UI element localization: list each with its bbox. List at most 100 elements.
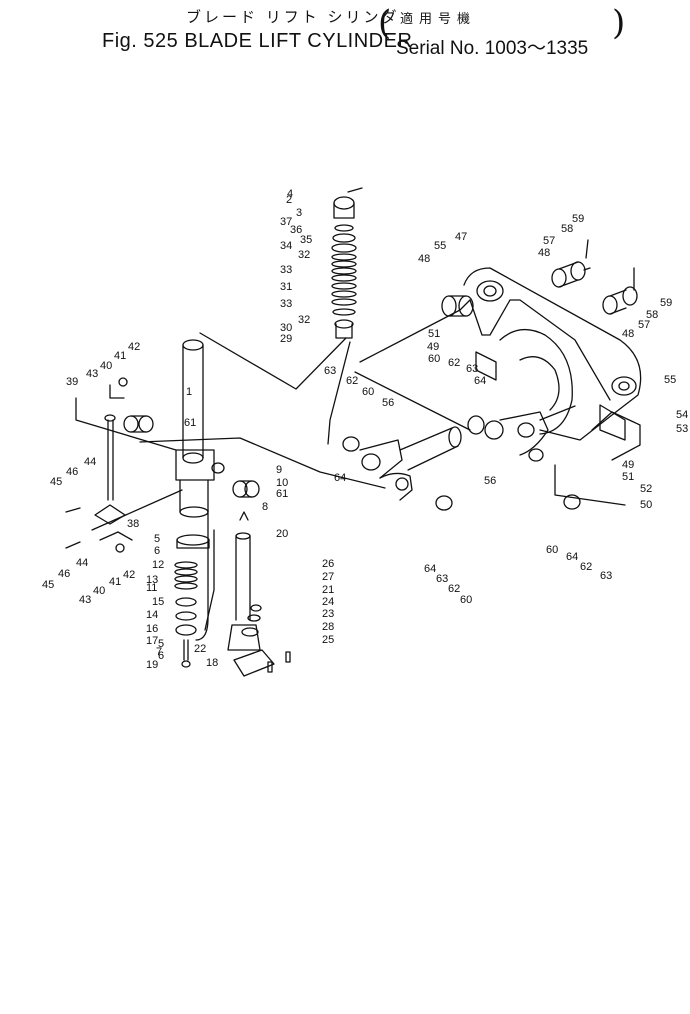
callout-62b: 62 (448, 357, 460, 369)
figure-title: Fig. 525 BLADE LIFT CYLINDER (102, 30, 412, 53)
callout-37: 37 (280, 216, 292, 228)
callout-54: 54 (676, 409, 688, 421)
callout-48b: 48 (538, 247, 550, 259)
callout-31: 31 (280, 281, 292, 293)
callout-63c: 63 (436, 573, 448, 585)
callout-26: 26 (322, 558, 334, 570)
callout-1: 1 (186, 386, 192, 398)
callout-61a: 61 (184, 417, 196, 429)
callout-8: 8 (262, 501, 268, 513)
callout-24: 24 (322, 596, 334, 608)
callout-labels: 1 2 3 4 5 5 6 6 7 8 9 10 11 12 13 14 15 … (42, 188, 688, 671)
callout-61b: 61 (276, 488, 288, 500)
callout-15: 15 (152, 596, 164, 608)
callout-13: 13 (146, 574, 158, 586)
callout-55b: 55 (664, 374, 676, 386)
bushings (123, 415, 260, 498)
callout-59b: 59 (660, 297, 672, 309)
callout-51b: 51 (622, 471, 634, 483)
callout-45b: 45 (42, 579, 54, 591)
callout-51a: 51 (428, 328, 440, 340)
callout-50: 50 (640, 499, 652, 511)
callout-16: 16 (146, 623, 158, 635)
callout-29: 29 (280, 333, 292, 345)
callout-34: 34 (280, 240, 292, 252)
callout-64d: 64 (566, 551, 578, 563)
callout-5b: 5 (158, 638, 164, 650)
callout-58b: 58 (646, 309, 658, 321)
callout-59a: 59 (572, 213, 584, 225)
callout-44a: 44 (84, 456, 96, 468)
callout-63d: 63 (600, 570, 612, 582)
callout-11: 11 (146, 582, 157, 594)
figure-number: Fig. 525 (102, 30, 179, 52)
callout-18: 18 (206, 657, 218, 669)
callout-14: 14 (146, 609, 158, 621)
callout-2: 2 (286, 194, 292, 206)
callout-35: 35 (300, 234, 312, 246)
callout-60c: 60 (460, 594, 472, 606)
blade-frame (463, 267, 642, 461)
callout-40a: 40 (100, 360, 112, 372)
callout-58a: 58 (561, 223, 573, 235)
callout-17: 17 (146, 635, 158, 647)
callout-33b: 33 (280, 298, 292, 310)
callout-46b: 46 (58, 568, 70, 580)
applicable-japanese: 適用号機 (400, 12, 477, 27)
callout-22: 22 (194, 643, 206, 655)
callout-10: 10 (276, 477, 288, 489)
callout-49b: 49 (622, 459, 634, 471)
callout-47: 47 (455, 231, 467, 243)
callout-63a: 63 (324, 365, 336, 377)
piston-rod-stack (174, 509, 209, 668)
callout-52: 52 (640, 483, 652, 495)
callout-6b: 6 (158, 650, 164, 662)
callout-60a: 60 (362, 386, 374, 398)
serial-range: Serial No. 1003～1335 (396, 38, 589, 59)
callout-45a: 45 (50, 476, 62, 488)
callout-55a: 55 (434, 240, 446, 252)
callout-38: 38 (127, 518, 139, 530)
callout-6a: 6 (154, 545, 160, 557)
callout-49a: 49 (427, 341, 439, 353)
callout-44b: 44 (76, 557, 88, 569)
callout-64b: 64 (474, 375, 486, 387)
callout-64a: 64 (334, 472, 346, 484)
callout-7: 7 (156, 646, 162, 658)
figure-name: BLADE LIFT CYLINDER (184, 30, 413, 52)
callout-56a: 56 (382, 397, 394, 409)
callout-23: 23 (322, 608, 334, 620)
callout-53: 53 (676, 423, 688, 435)
callout-19: 19 (146, 659, 158, 671)
callout-56b: 56 (484, 475, 496, 487)
callout-28: 28 (322, 621, 334, 633)
callout-9: 9 (276, 464, 282, 476)
callout-64c: 64 (424, 563, 436, 575)
callout-41b: 41 (109, 576, 121, 588)
callout-48c: 48 (622, 328, 634, 340)
callout-60b: 60 (428, 353, 440, 365)
callout-57b: 57 (638, 319, 650, 331)
cylinder-head-stack (331, 187, 363, 339)
callout-42b: 42 (123, 569, 135, 581)
callout-62c: 62 (448, 583, 460, 595)
trunnion-caps (441, 239, 638, 317)
callout-32a: 32 (298, 249, 310, 261)
callout-12: 12 (152, 559, 164, 571)
piston-rod (227, 511, 291, 677)
callout-41a: 41 (114, 350, 126, 362)
callout-5a: 5 (154, 533, 160, 545)
callout-62a: 62 (346, 375, 358, 387)
callout-25: 25 (322, 634, 334, 646)
callout-36: 36 (290, 224, 302, 236)
callout-46a: 46 (66, 466, 78, 478)
callout-48a: 48 (418, 253, 430, 265)
callout-27: 27 (322, 571, 334, 583)
cylinder-tube (175, 339, 225, 549)
callout-60d: 60 (546, 544, 558, 556)
callout-57a: 57 (543, 235, 555, 247)
callout-39: 39 (66, 376, 78, 388)
callout-3: 3 (296, 207, 302, 219)
callout-43b: 43 (79, 594, 91, 606)
callout-43a: 43 (86, 368, 98, 380)
